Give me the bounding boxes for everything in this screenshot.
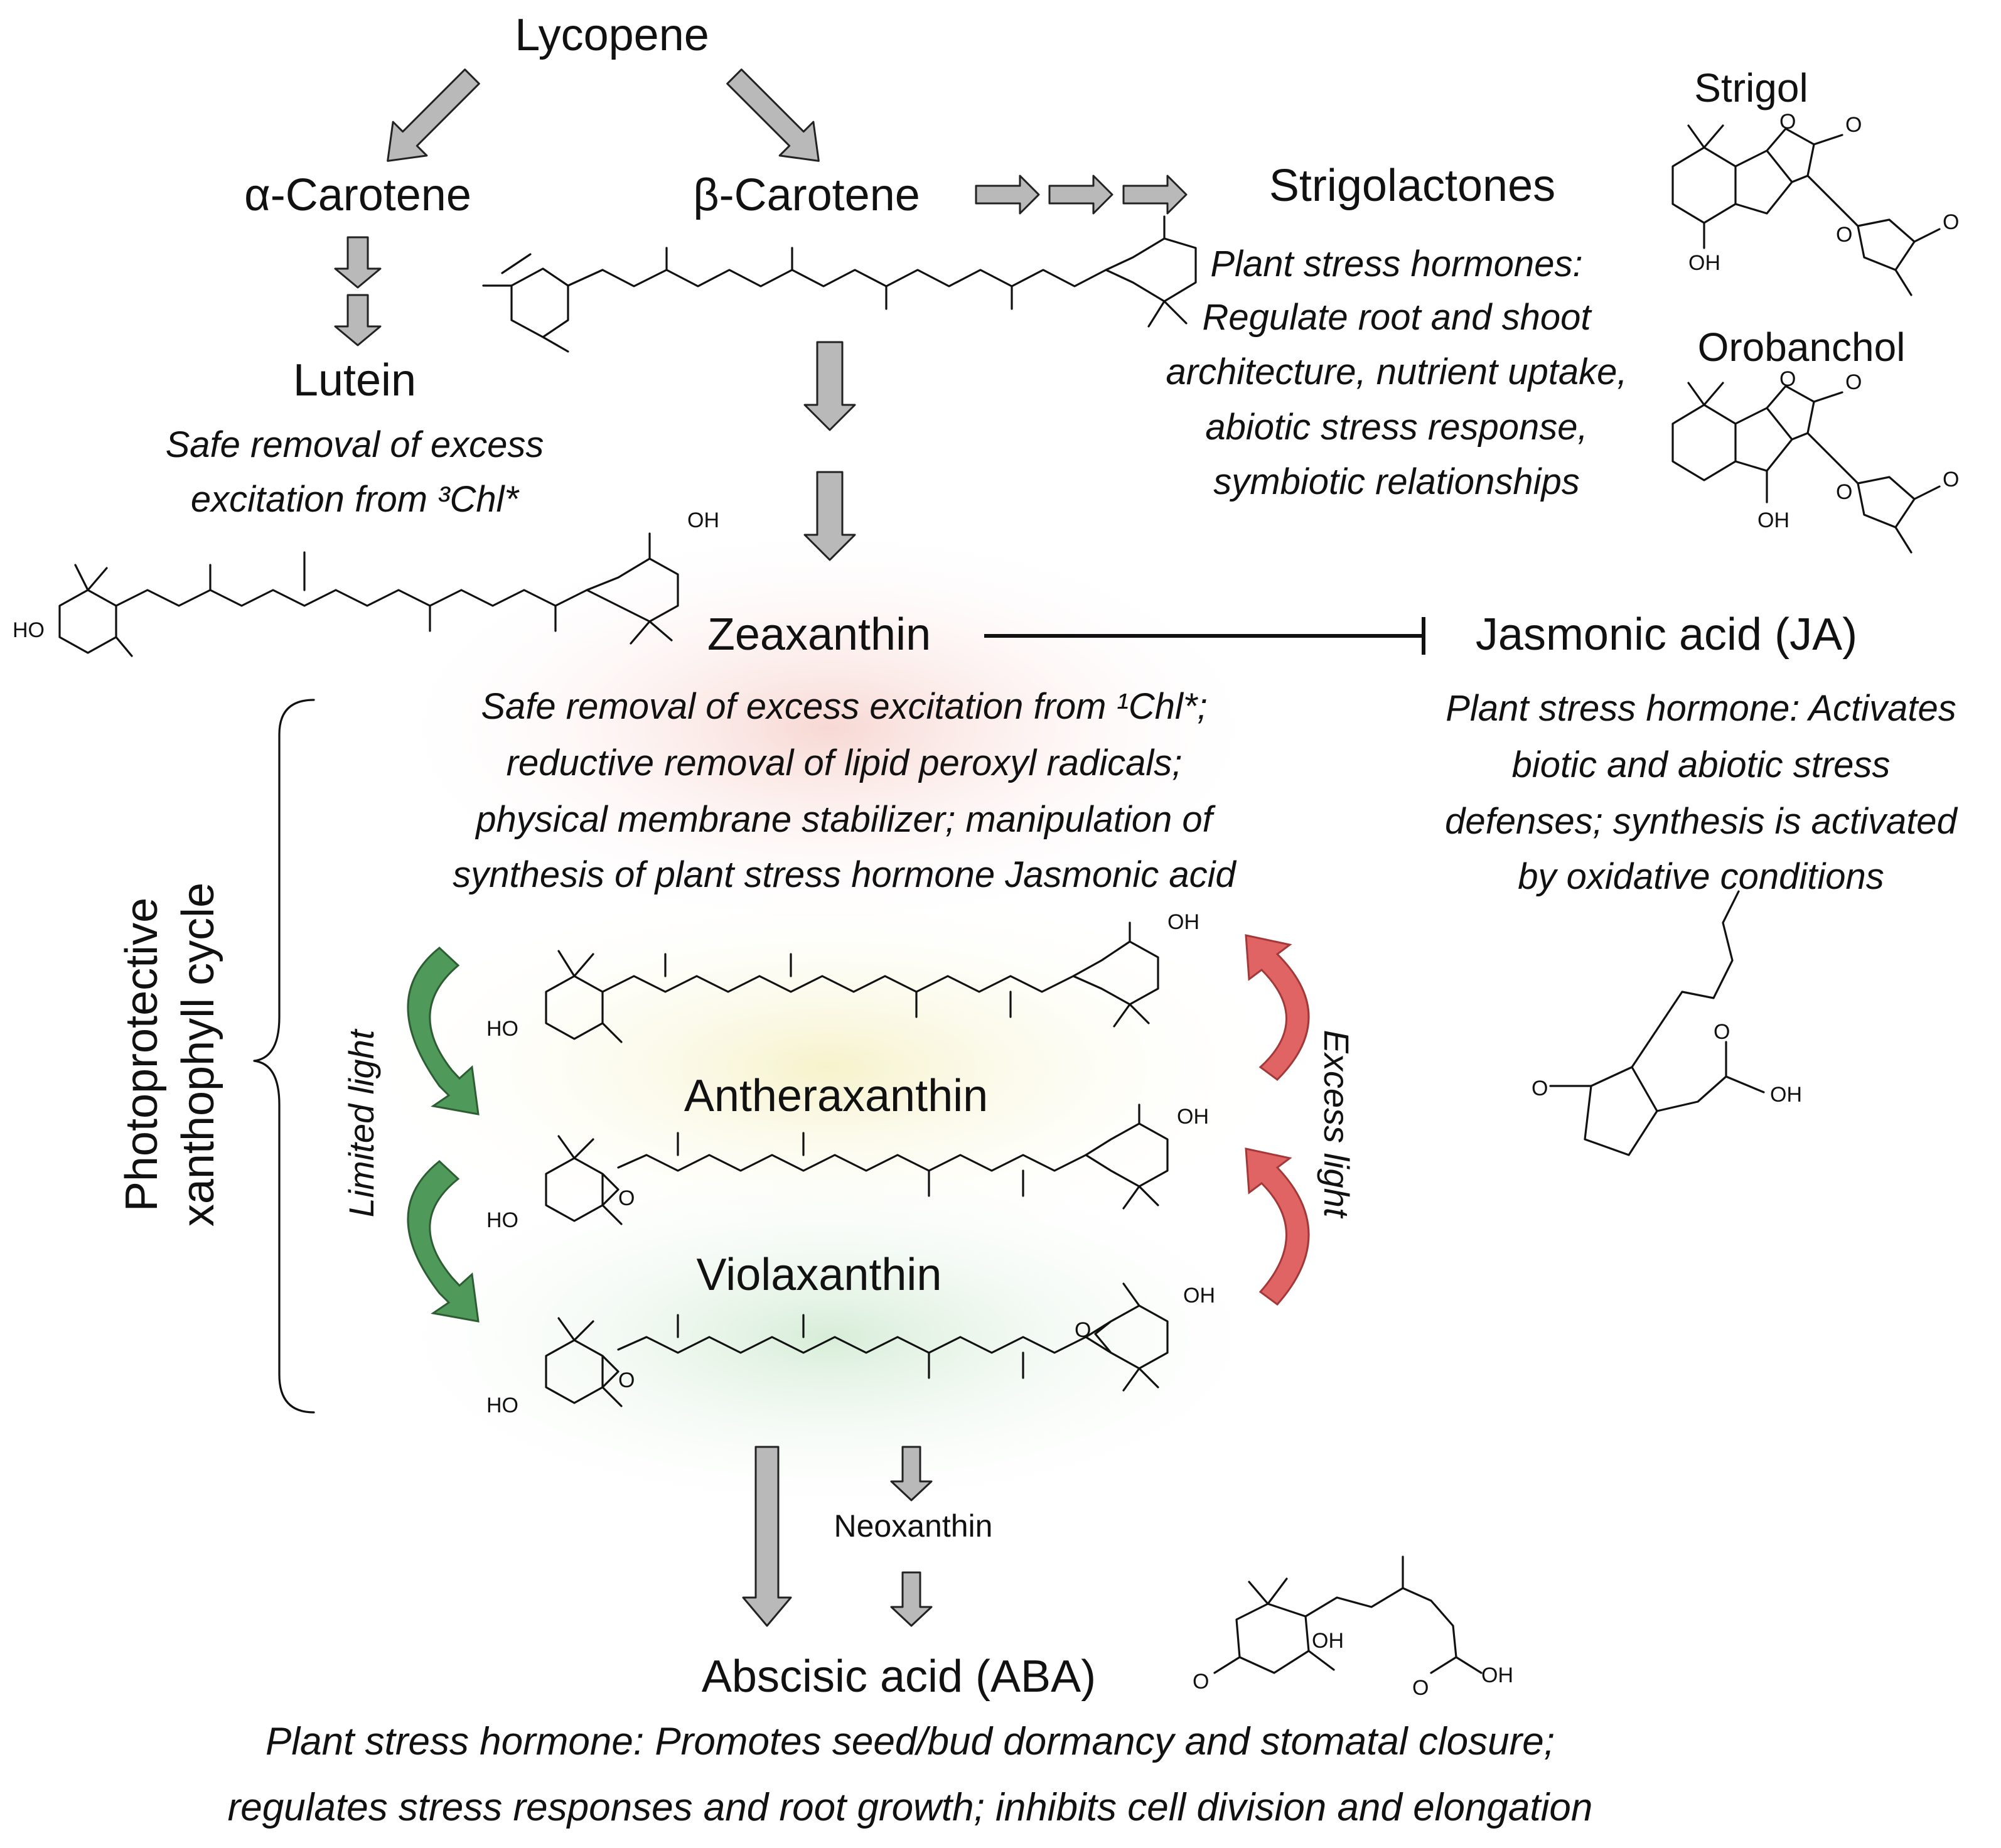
strigol-oh-label: OH — [1688, 251, 1720, 275]
jasmonic-acid-desc-line-1: Plant stress hormone: Activates — [1446, 688, 1956, 729]
antheraxanthin-structure: HO O OH — [486, 1104, 1209, 1232]
green-arrow-antheraxanthin-to-violaxanthin — [407, 1160, 480, 1323]
arrow-alpha-to-lutein-2 — [334, 294, 382, 346]
arrow-beta-to-zeaxanthin-2 — [803, 471, 856, 561]
orobanchol-oh-label: OH — [1757, 508, 1789, 532]
zeaxanthin-desc-line-3: physical membrane stabilizer; manipulati… — [475, 799, 1216, 840]
beta-carotene-label: β-Carotene — [693, 170, 920, 220]
strigol-o1-label: O — [1779, 110, 1796, 134]
strigol-o4-label: O — [1943, 210, 1959, 234]
violaxanthin-label: Violaxanthin — [697, 1250, 942, 1300]
arrow-lycopene-to-beta-carotene — [726, 68, 820, 162]
lutein-desc-line-2: excitation from ³Chl* — [191, 479, 520, 520]
antheraxanthin-ho-label: HO — [486, 1208, 518, 1232]
cycle-bracket — [253, 699, 315, 1414]
arrow-neoxanthin-to-aba — [890, 1571, 933, 1627]
jasmonic-o2-label: O — [1714, 1020, 1730, 1044]
arrow-alpha-to-lutein-1 — [334, 236, 382, 289]
jasmonic-acid-label: Jasmonic acid (JA) — [1476, 610, 1857, 660]
zeaxanthin-desc-line-2: reductive removal of lipid peroxyl radic… — [507, 743, 1183, 783]
strigolactones-label: Strigolactones — [1269, 161, 1555, 211]
alpha-carotene-label: α-Carotene — [244, 170, 471, 220]
arrow-violaxanthin-to-aba — [742, 1446, 792, 1627]
strigol-o3-label: O — [1836, 223, 1852, 247]
strigolactones-desc-line-1: Plant stress hormones: — [1210, 244, 1582, 284]
jasmonic-acid-structure: O O OH — [1532, 890, 1802, 1156]
beta-carotene-structure — [482, 215, 1197, 353]
violaxanthin-epoxide-1-label: O — [618, 1368, 635, 1392]
violaxanthin-ho-label: HO — [486, 1394, 518, 1417]
lutein-label: Lutein — [293, 355, 416, 406]
strigolactones-desc-line-5: symbiotic relationships — [1213, 461, 1579, 502]
aba-desc-line-2: regulates stress responses and root grow… — [228, 1786, 1593, 1829]
arrow-lycopene-to-alpha-carotene — [387, 68, 480, 162]
antheraxanthin-label: Antheraxanthin — [684, 1071, 988, 1121]
zeaxanthin-oh-label: OH — [1167, 910, 1199, 934]
zeaxanthin-structure: HO OH — [486, 910, 1199, 1043]
lutein-ho-label: HO — [13, 618, 45, 642]
violaxanthin-oh-label: OH — [1183, 1284, 1215, 1308]
orobanchol-o1-label: O — [1779, 367, 1796, 391]
jasmonic-acid-desc-line-4: by oxidative conditions — [1518, 856, 1884, 897]
strigol-label: Strigol — [1694, 65, 1808, 110]
lutein-oh-label: OH — [687, 508, 719, 532]
arrow-beta-to-strigolactones-2 — [1048, 175, 1113, 215]
orobanchol-o3-label: O — [1836, 480, 1852, 504]
neoxanthin-label: Neoxanthin — [834, 1508, 993, 1544]
arrow-beta-to-strigolactones-1 — [975, 175, 1040, 215]
orobanchol-label: Orobanchol — [1698, 325, 1906, 370]
arrow-beta-to-zeaxanthin-1 — [803, 341, 856, 431]
orobanchol-o4-label: O — [1943, 468, 1959, 492]
abscisic-acid-label: Abscisic acid (ABA) — [702, 1652, 1096, 1702]
cycle-label-line-2: xanthophyll cycle — [173, 883, 223, 1227]
violaxanthin-epoxide-2-label: O — [1075, 1318, 1091, 1342]
lycopene-label: Lycopene — [515, 10, 709, 60]
aba-acid-oh-label: OH — [1481, 1663, 1513, 1687]
limited-light-arrows — [407, 947, 480, 1323]
lutein-desc-line-1: Safe removal of excess — [166, 424, 544, 465]
strigol-structure: OH O O O O — [1671, 110, 1959, 296]
orobanchol-o2-label: O — [1845, 370, 1862, 394]
zeaxanthin-ho-label: HO — [486, 1017, 518, 1041]
abscisic-acid-structure: O OH O OH — [1193, 1555, 1513, 1700]
arrow-beta-to-strigolactones-3 — [1122, 175, 1188, 215]
jasmonic-oh-label: OH — [1770, 1083, 1802, 1107]
cycle-label-line-1: Photoprotective — [117, 898, 167, 1211]
cycle-background-glow — [351, 521, 1306, 1525]
strigol-o2-label: O — [1845, 113, 1862, 137]
zeaxanthin-desc-line-4: synthesis of plant stress hormone Jasmon… — [453, 854, 1237, 895]
aba-oh-label: OH — [1312, 1629, 1344, 1653]
inhibition-arrow — [984, 617, 1425, 655]
antheraxanthin-epoxide-label: O — [618, 1186, 635, 1210]
pathway-arrows — [334, 68, 1188, 1627]
zeaxanthin-desc-line-1: Safe removal of excess excitation from ¹… — [481, 686, 1207, 727]
jasmonic-acid-desc-line-2: biotic and abiotic stress — [1512, 744, 1891, 785]
green-arrow-zeaxanthin-to-antheraxanthin — [407, 947, 480, 1115]
orobanchol-structure: OH O O O O — [1671, 367, 1959, 554]
red-arrow-violaxanthin-to-antheraxanthin — [1245, 1147, 1310, 1306]
descriptions: Safe removal of excess excitation from ³… — [166, 244, 1958, 1829]
violaxanthin-structure: HO O O OH — [486, 1282, 1215, 1417]
aba-desc-line-1: Plant stress hormone: Promotes seed/bud … — [266, 1720, 1555, 1763]
strigolactones-desc-line-3: architecture, nutrient uptake, — [1166, 352, 1627, 392]
zeaxanthin-label: Zeaxanthin — [707, 610, 931, 660]
jasmonic-acid-desc-line-3: defenses; synthesis is activated — [1445, 801, 1958, 842]
strigolactones-desc-line-4: abiotic stress response, — [1205, 407, 1587, 448]
jasmonic-o-label: O — [1532, 1077, 1548, 1100]
aba-o-label: O — [1193, 1670, 1209, 1694]
limited-light-label: Limited light — [341, 1028, 381, 1217]
node-labels: Lycopene α-Carotene β-Carotene Lutein St… — [244, 10, 1905, 1702]
aba-acid-o-label: O — [1412, 1676, 1429, 1700]
excess-light-arrows — [1245, 934, 1310, 1306]
strigolactones-desc-line-2: Regulate root and shoot — [1202, 297, 1592, 338]
antheraxanthin-oh-label: OH — [1177, 1105, 1209, 1129]
lutein-structure: HO OH — [13, 508, 719, 657]
red-arrow-antheraxanthin-to-zeaxanthin — [1245, 934, 1310, 1081]
excess-light-label: Excess light — [1317, 1030, 1356, 1219]
cycle-label: Photoprotective xanthophyll cycle Limite… — [117, 883, 1356, 1227]
arrow-violaxanthin-to-neoxanthin — [890, 1446, 933, 1502]
